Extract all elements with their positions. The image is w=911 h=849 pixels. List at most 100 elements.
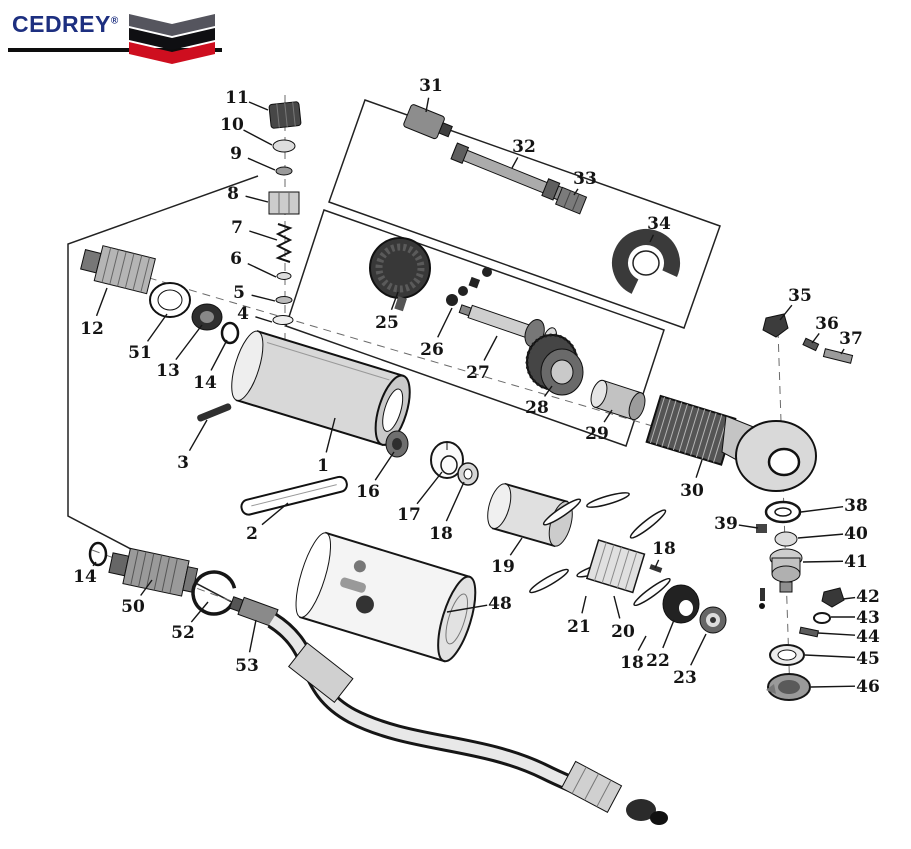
callout-leader-line [573, 188, 579, 196]
part-number-6: 6 [230, 249, 242, 269]
part-number-32: 32 [512, 137, 536, 157]
head-stack [756, 500, 845, 701]
part-number-44: 44 [856, 627, 880, 647]
callout-leader-line [779, 304, 793, 321]
callout-leader-line [811, 332, 820, 344]
trigger-pin-3 [197, 403, 232, 422]
inset-box-upper [328, 99, 721, 329]
hose-sleeve [287, 642, 354, 703]
callout-leader-line [247, 262, 277, 278]
callout-leader-line [325, 417, 336, 453]
callout-leader-line [483, 335, 498, 361]
part-number-21: 21 [567, 617, 591, 637]
callout-leader-line [416, 471, 443, 505]
callout-leader-line [581, 595, 587, 614]
main-housing-1 [231, 330, 411, 446]
throttle-lever-2 [240, 475, 348, 516]
callout-leader-line [840, 348, 845, 355]
part-number-46: 46 [856, 677, 880, 697]
valve-pins-26 [446, 267, 492, 306]
part-number-13: 13 [156, 361, 180, 381]
callout-leader-line [445, 481, 465, 522]
hose-end-nub [650, 811, 668, 825]
ratchet-head-30 [645, 394, 817, 492]
hose-end-cap [626, 799, 656, 821]
callout-leader-line [649, 234, 655, 243]
callout-leader-line [255, 316, 273, 323]
drive-shaft-32 [450, 142, 567, 202]
part-number-19: 19 [491, 557, 515, 577]
washer-6 [276, 272, 292, 280]
callout-leader-line [804, 654, 856, 659]
callout-leader-line [738, 524, 759, 529]
part-number-9: 9 [230, 144, 242, 164]
washer-38 [764, 500, 802, 524]
part-number-11: 11 [225, 88, 249, 108]
callout-leader-line [802, 560, 844, 563]
crowfoot-wrench-34 [612, 229, 681, 297]
part-number-27: 27 [466, 363, 490, 383]
callout-leader-line [446, 604, 488, 613]
seal-ring-13 [191, 303, 223, 331]
part-number-20: 20 [611, 622, 635, 642]
cam-ring-17 [430, 441, 464, 479]
part-number-35: 35 [788, 286, 812, 306]
ring-nut-28 [525, 333, 584, 396]
callout-leader-line [437, 307, 453, 338]
valve-stack [268, 101, 302, 325]
callout-leader-line [188, 419, 208, 452]
throttle-knob-25 [369, 237, 431, 312]
pin-37 [822, 348, 854, 364]
callout-leader-line [210, 339, 228, 371]
hex-nut-33 [554, 186, 588, 215]
part-number-41: 41 [844, 552, 868, 572]
callout-labels: 1234567891011121314141617181818192021222… [73, 76, 880, 697]
rotor-20 [585, 539, 646, 594]
part-number-18: 18 [652, 539, 676, 559]
part-number-45: 45 [856, 649, 880, 669]
part-number-26: 26 [420, 340, 444, 360]
callout-leader-line [390, 291, 399, 311]
retainer-ring-51 [149, 282, 191, 318]
spring-7 [275, 223, 293, 263]
callout-leader-line [800, 505, 844, 513]
adjuster-fitting-31 [403, 104, 453, 140]
callout-leader-line [543, 385, 553, 397]
part-number-23: 23 [673, 668, 697, 688]
callout-leader-line [248, 101, 269, 111]
part-number-3: 3 [177, 453, 189, 473]
callout-leader-line [374, 451, 395, 481]
pin-44 [798, 626, 820, 638]
callout-leader-line [842, 596, 856, 600]
callout-leader-line [261, 502, 289, 526]
callout-leader-line [425, 97, 430, 113]
part-number-38: 38 [844, 496, 868, 516]
part-number-33: 33 [573, 169, 597, 189]
callout-leader-line [92, 561, 97, 567]
ring-45 [769, 644, 805, 666]
part-number-17: 17 [397, 505, 421, 525]
hose-connector-53 [228, 596, 279, 628]
part-number-43: 43 [856, 608, 880, 628]
part-number-37: 37 [839, 329, 863, 349]
part-number-51: 51 [128, 343, 152, 363]
logo-underline [8, 48, 222, 52]
callout-leader-line [175, 324, 203, 361]
inset-box-lower [285, 209, 665, 447]
part-number-14: 14 [193, 373, 217, 393]
brand-name-text: CEDREY [12, 11, 111, 37]
part-number-50: 50 [121, 597, 145, 617]
end-plate-22 [662, 584, 700, 624]
washer-9 [275, 166, 293, 176]
callout-leader-line [662, 619, 675, 649]
callout-leader-line [654, 559, 660, 569]
part-number-42: 42 [856, 587, 880, 607]
part-number-53: 53 [235, 656, 259, 676]
callout-leader-line [249, 230, 278, 241]
callout-leader-line [251, 294, 276, 302]
part-number-2: 2 [246, 524, 258, 544]
pin-39 [756, 524, 767, 533]
detent-spring [760, 588, 765, 601]
